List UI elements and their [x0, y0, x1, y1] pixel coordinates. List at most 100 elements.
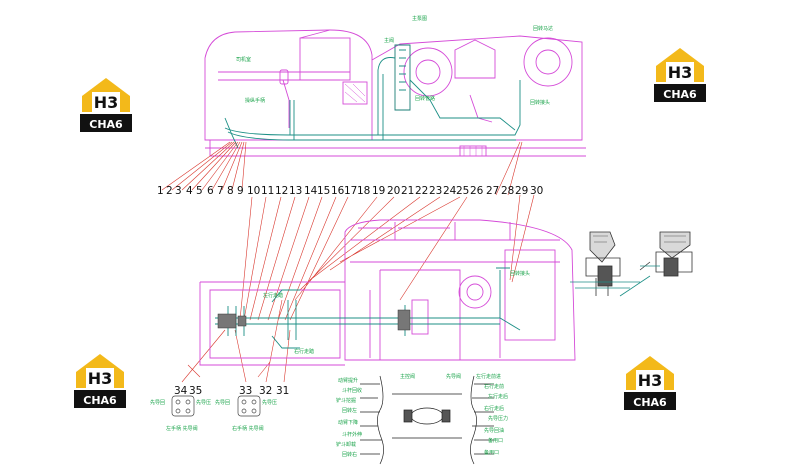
- svg-text:回转接头: 回转接头: [510, 270, 530, 277]
- callout-4: 4: [186, 185, 193, 197]
- plan-view-labels: 左行走踏 右行走踏 回转接头: [263, 270, 530, 355]
- svg-text:回转马达: 回转马达: [533, 25, 553, 32]
- svg-text:主泵图: 主泵图: [412, 15, 427, 22]
- svg-text:斗杆回收: 斗杆回收: [342, 387, 362, 394]
- callout-7: 7: [217, 185, 224, 197]
- callout-32: 32: [259, 385, 272, 397]
- callout-numbers-bottom: 34 35 33 32 31: [174, 385, 289, 397]
- svg-text:先导阀: 先导阀: [446, 373, 461, 380]
- svg-text:右行走踏: 右行走踏: [294, 348, 314, 355]
- svg-text:右手柄 先导阀: 右手柄 先导阀: [232, 425, 264, 432]
- valve-schematic-labels: 动臂提升 斗杆回收 铲斗挖掘 回转左 动臂下降 斗杆外伸 铲斗卸载 回转右 左行…: [336, 373, 508, 458]
- svg-text:左行走后: 左行走后: [488, 393, 508, 400]
- svg-text:主控阀: 主控阀: [400, 373, 415, 380]
- callout-20: 20: [387, 185, 400, 197]
- svg-text:回转接头: 回转接头: [530, 99, 550, 106]
- brand-logo-top-right: H3 CHA6: [652, 44, 708, 106]
- brand-logo-wordmark: CHA6: [663, 88, 697, 101]
- svg-text:先导回: 先导回: [215, 399, 230, 406]
- callout-16: 16: [331, 185, 345, 197]
- port-detail-left: 先导回 先导压 左手柄 先导阀: [150, 395, 211, 432]
- pedal-detail-hoses: [570, 265, 660, 297]
- callout-31: 31: [276, 385, 289, 397]
- svg-text:主阀: 主阀: [384, 37, 394, 44]
- svg-text:备用口: 备用口: [488, 437, 503, 444]
- callout-28: 28: [501, 185, 514, 197]
- callout-1: 1: [157, 185, 164, 197]
- brand-logo-wordmark: CHA6: [83, 394, 117, 407]
- side-view-drawing: [204, 29, 586, 157]
- valve-schematic: [360, 375, 494, 465]
- callout-30: 30: [530, 185, 543, 197]
- svg-text:铲斗卸载: 铲斗卸载: [336, 441, 356, 448]
- svg-text:先导压: 先导压: [196, 399, 211, 406]
- callout-5: 5: [196, 185, 203, 197]
- callout-24: 24: [443, 185, 457, 197]
- svg-text:左手柄 先导阀: 左手柄 先导阀: [166, 425, 198, 432]
- side-view-hoses: [224, 44, 521, 149]
- callout-8: 8: [227, 185, 234, 197]
- callout-23: 23: [429, 185, 442, 197]
- brand-logo-mark-text: H3: [668, 63, 693, 82]
- callout-14: 14: [304, 185, 318, 197]
- svg-text:先导回: 先导回: [150, 399, 165, 406]
- svg-text:操纵手柄: 操纵手柄: [245, 97, 265, 104]
- brand-logo-mark-text: H3: [94, 93, 119, 112]
- callout-27: 27: [486, 185, 499, 197]
- callout-12: 12: [275, 185, 288, 197]
- side-view-labels: 主泵图 回转马达 司机室 主阀 回转管路 操纵手柄 回转接头: [236, 15, 553, 106]
- callout-2: 2: [166, 185, 173, 197]
- svg-text:先导回油: 先导回油: [484, 427, 504, 434]
- brand-logo-mark: H3 CHA6: [654, 48, 706, 102]
- callout-lines: [161, 141, 535, 383]
- callout-34: 34: [174, 385, 188, 397]
- callout-29: 29: [515, 185, 528, 197]
- callout-33: 33: [239, 385, 252, 397]
- svg-text:先导压: 先导压: [262, 399, 277, 406]
- callout-6: 6: [207, 185, 214, 197]
- callout-22: 22: [415, 185, 428, 197]
- plan-view-center-block: [217, 309, 411, 331]
- brand-logo-top-left: H3 CHA6: [78, 74, 134, 136]
- svg-text:铲斗挖掘: 铲斗挖掘: [336, 397, 356, 404]
- callout-13: 13: [289, 185, 302, 197]
- brand-logo-mark: H3 CHA6: [624, 356, 676, 410]
- callout-numbers-top: 1 2 3 4 5 6 7 8 9 10 11 12 13 14 15 16 1…: [157, 185, 484, 197]
- svg-text:右行走前: 右行走前: [484, 383, 504, 390]
- brand-logo-wordmark: CHA6: [633, 396, 667, 409]
- svg-text:动臂提升: 动臂提升: [338, 377, 358, 384]
- callout-21: 21: [401, 185, 414, 197]
- callout-numbers-top-right: 27 28 29 30: [486, 185, 543, 197]
- callout-10: 10: [247, 185, 260, 197]
- svg-text:动臂下降: 动臂下降: [338, 419, 358, 426]
- brand-logo-mark-text: H3: [638, 371, 663, 390]
- callout-18: 18: [357, 185, 370, 197]
- brand-logo-bottom-right: H3 CHA6: [622, 352, 678, 414]
- pedal-detail-drawing: [585, 231, 693, 296]
- svg-text:司机室: 司机室: [236, 56, 251, 63]
- svg-text:左行走踏: 左行走踏: [263, 292, 283, 299]
- callout-15: 15: [317, 185, 330, 197]
- callout-3: 3: [175, 185, 182, 197]
- brand-logo-mark-text: H3: [88, 369, 113, 388]
- brand-logo-bottom-left: H3 CHA6: [72, 350, 128, 412]
- svg-text:右行走后: 右行走后: [484, 405, 504, 412]
- svg-text:先导压力: 先导压力: [488, 415, 508, 422]
- callout-19: 19: [372, 185, 385, 197]
- callout-35: 35: [189, 385, 202, 397]
- callout-25: 25: [456, 185, 469, 197]
- callout-9: 9: [237, 185, 244, 197]
- svg-text:斗杆外伸: 斗杆外伸: [342, 431, 362, 438]
- svg-text:回转左: 回转左: [342, 407, 357, 414]
- brand-logo-mark: H3 CHA6: [74, 354, 126, 408]
- svg-text:左行走前进: 左行走前进: [476, 373, 501, 380]
- brand-logo-mark: H3 CHA6: [80, 78, 132, 132]
- brand-logo-wordmark: CHA6: [89, 118, 123, 131]
- port-detail-right: 先导回 先导压 右手柄 先导阀: [215, 395, 277, 432]
- callout-17: 17: [344, 185, 357, 197]
- svg-text:备用口: 备用口: [484, 449, 499, 456]
- svg-text:回转管路: 回转管路: [415, 95, 435, 102]
- callout-26: 26: [470, 185, 484, 197]
- plan-view-drawing: [199, 219, 576, 366]
